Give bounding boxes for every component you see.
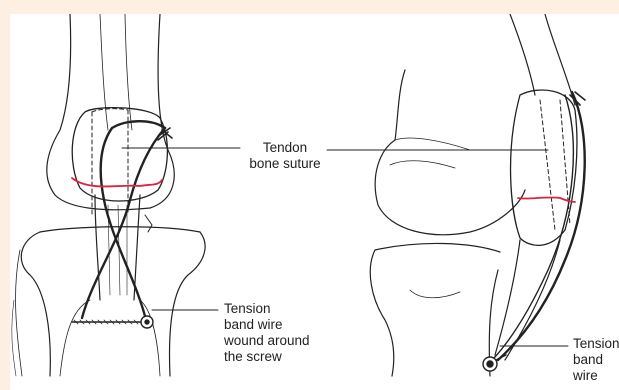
label-line: bone suture	[244, 156, 326, 172]
tension-band-wire-side-view	[494, 92, 585, 360]
femur-side-view	[375, 70, 525, 235]
femur-front-view	[47, 14, 174, 210]
label-line: Tension	[224, 301, 310, 317]
label-line: the screw	[224, 349, 310, 365]
label-tension-band-wire-screw: Tension band wire wound around the screw	[224, 301, 310, 365]
tibia-front-view	[12, 227, 205, 376]
label-line: band	[573, 352, 619, 368]
patellar-tendon-side-view	[495, 240, 560, 360]
illustration-panel	[10, 14, 619, 390]
label-tendon-bone-suture: Tendon bone suture	[244, 140, 326, 172]
quadriceps-tendon-side-view	[510, 14, 575, 105]
suture-knot-front-view	[145, 128, 172, 232]
tension-band-wire-front-view	[82, 121, 165, 320]
knee-surgery-illustration	[10, 14, 619, 390]
tibia-side-view	[370, 243, 500, 376]
label-line: wound around	[224, 333, 310, 349]
suture-mark-red-side	[518, 197, 575, 202]
label-tension-band-wire: Tension band wire	[573, 336, 619, 384]
label-line: band wire	[224, 317, 310, 333]
label-line: Tension	[573, 336, 619, 352]
screw-front-view	[72, 316, 153, 328]
label-line: Tendon	[244, 140, 326, 156]
patella-side-view	[511, 90, 577, 245]
label-line: wire	[573, 368, 619, 384]
suture-mark-red-front	[72, 178, 162, 187]
